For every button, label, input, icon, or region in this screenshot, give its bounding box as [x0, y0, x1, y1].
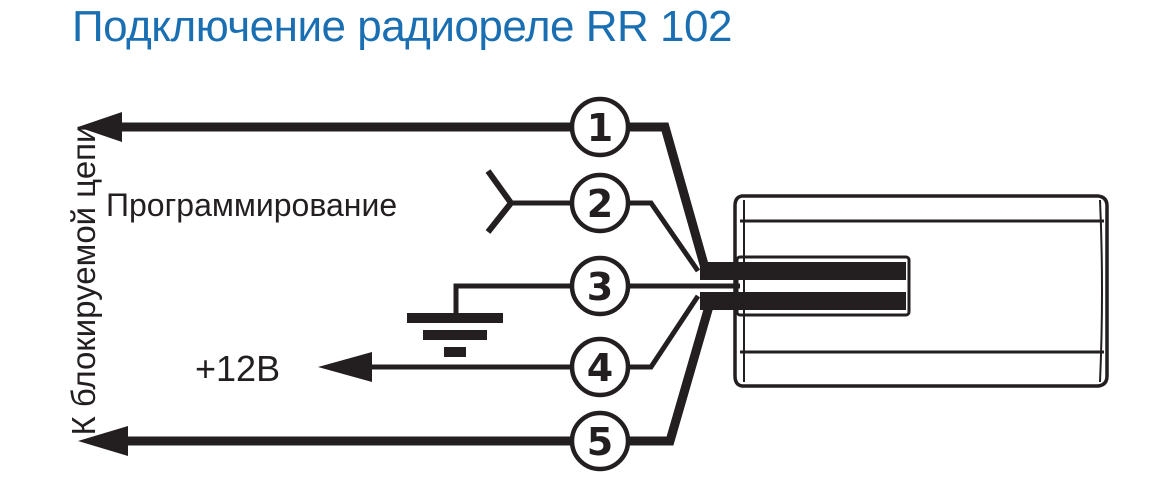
wire-number-1: 1	[587, 106, 613, 150]
wire-number-circles	[569, 96, 631, 472]
power-label: +12B	[195, 348, 280, 389]
wire-number-3: 3	[587, 265, 613, 309]
wire-number-2: 2	[587, 182, 613, 226]
arrow-left-icon	[318, 352, 372, 382]
diagram-title: Подключение радиореле RR 102	[72, 2, 732, 51]
wire-1	[78, 112, 710, 270]
arrow-left-icon	[78, 426, 128, 456]
radio-relay-device	[733, 194, 1109, 388]
ground-icon	[407, 313, 503, 357]
wire-number-4: 4	[587, 346, 613, 390]
wire-number-5: 5	[587, 420, 613, 464]
wire-3	[407, 283, 740, 357]
arrow-left-icon	[78, 112, 122, 142]
programming-connector-icon	[485, 169, 515, 234]
wire-2	[485, 169, 701, 273]
programming-label: Программирование	[106, 187, 397, 223]
wire-bundle	[700, 262, 906, 310]
cable-entry-slot	[735, 255, 911, 317]
wire-5	[78, 294, 717, 456]
wire-4	[318, 294, 701, 382]
